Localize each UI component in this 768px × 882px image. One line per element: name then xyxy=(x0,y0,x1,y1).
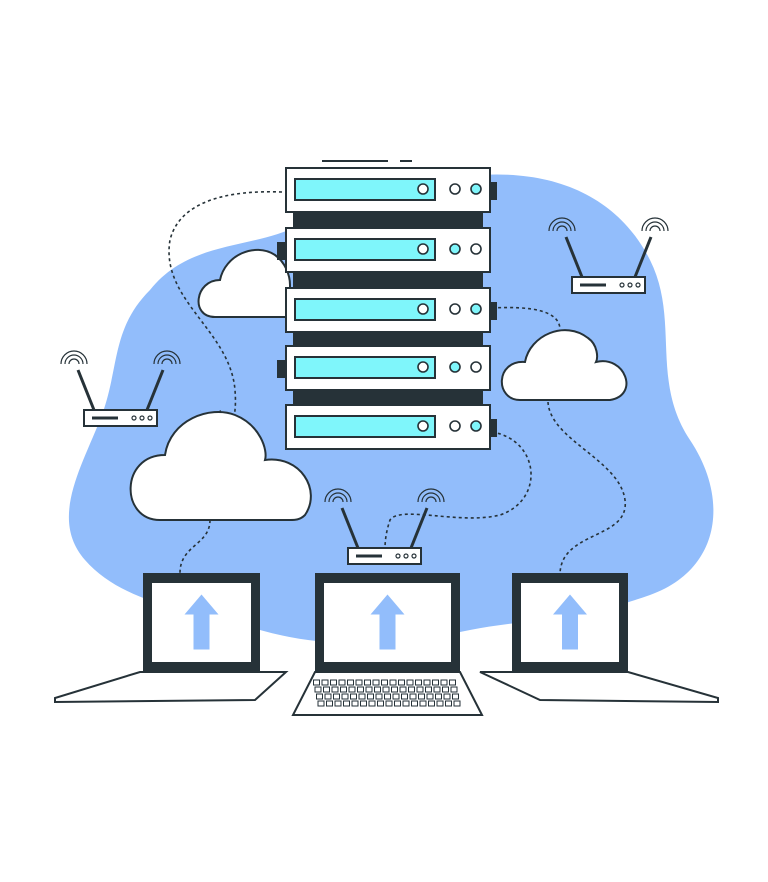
wifi-router-icon xyxy=(60,350,181,427)
led-icon xyxy=(470,303,482,315)
server-display xyxy=(294,178,436,201)
server-unit xyxy=(277,345,491,391)
server-display xyxy=(294,238,436,261)
server-unit xyxy=(285,167,497,213)
wifi-router-icon xyxy=(548,217,669,294)
server-unit xyxy=(277,227,491,273)
server-unit xyxy=(285,404,497,450)
server-display xyxy=(294,356,436,379)
cloud-large-left xyxy=(129,410,312,521)
laptop xyxy=(54,573,289,704)
cloud-right xyxy=(500,329,628,401)
laptops xyxy=(54,573,719,716)
clouds xyxy=(129,248,628,521)
led-icon xyxy=(470,243,482,255)
led-icon xyxy=(470,361,482,373)
upload-arrow-icon xyxy=(184,594,219,650)
led-icon xyxy=(417,183,429,195)
led-icon xyxy=(470,183,482,195)
led-icon xyxy=(417,420,429,432)
led-icon xyxy=(449,243,461,255)
upload-arrow-icon xyxy=(553,594,587,650)
led-icon xyxy=(449,183,461,195)
server-unit xyxy=(285,287,497,333)
keyboard xyxy=(313,679,461,707)
led-icon xyxy=(470,420,482,432)
server-display xyxy=(294,415,436,438)
server-rack xyxy=(277,160,497,450)
laptop xyxy=(479,573,719,704)
routers xyxy=(60,217,669,565)
server-display xyxy=(294,298,436,321)
led-icon xyxy=(449,361,461,373)
led-icon xyxy=(449,420,461,432)
led-icon xyxy=(417,303,429,315)
led-icon xyxy=(417,243,429,255)
led-icon xyxy=(449,303,461,315)
led-icon xyxy=(417,361,429,373)
laptop xyxy=(291,573,484,716)
upload-arrow-icon xyxy=(370,594,405,650)
wifi-router-icon xyxy=(324,488,445,565)
